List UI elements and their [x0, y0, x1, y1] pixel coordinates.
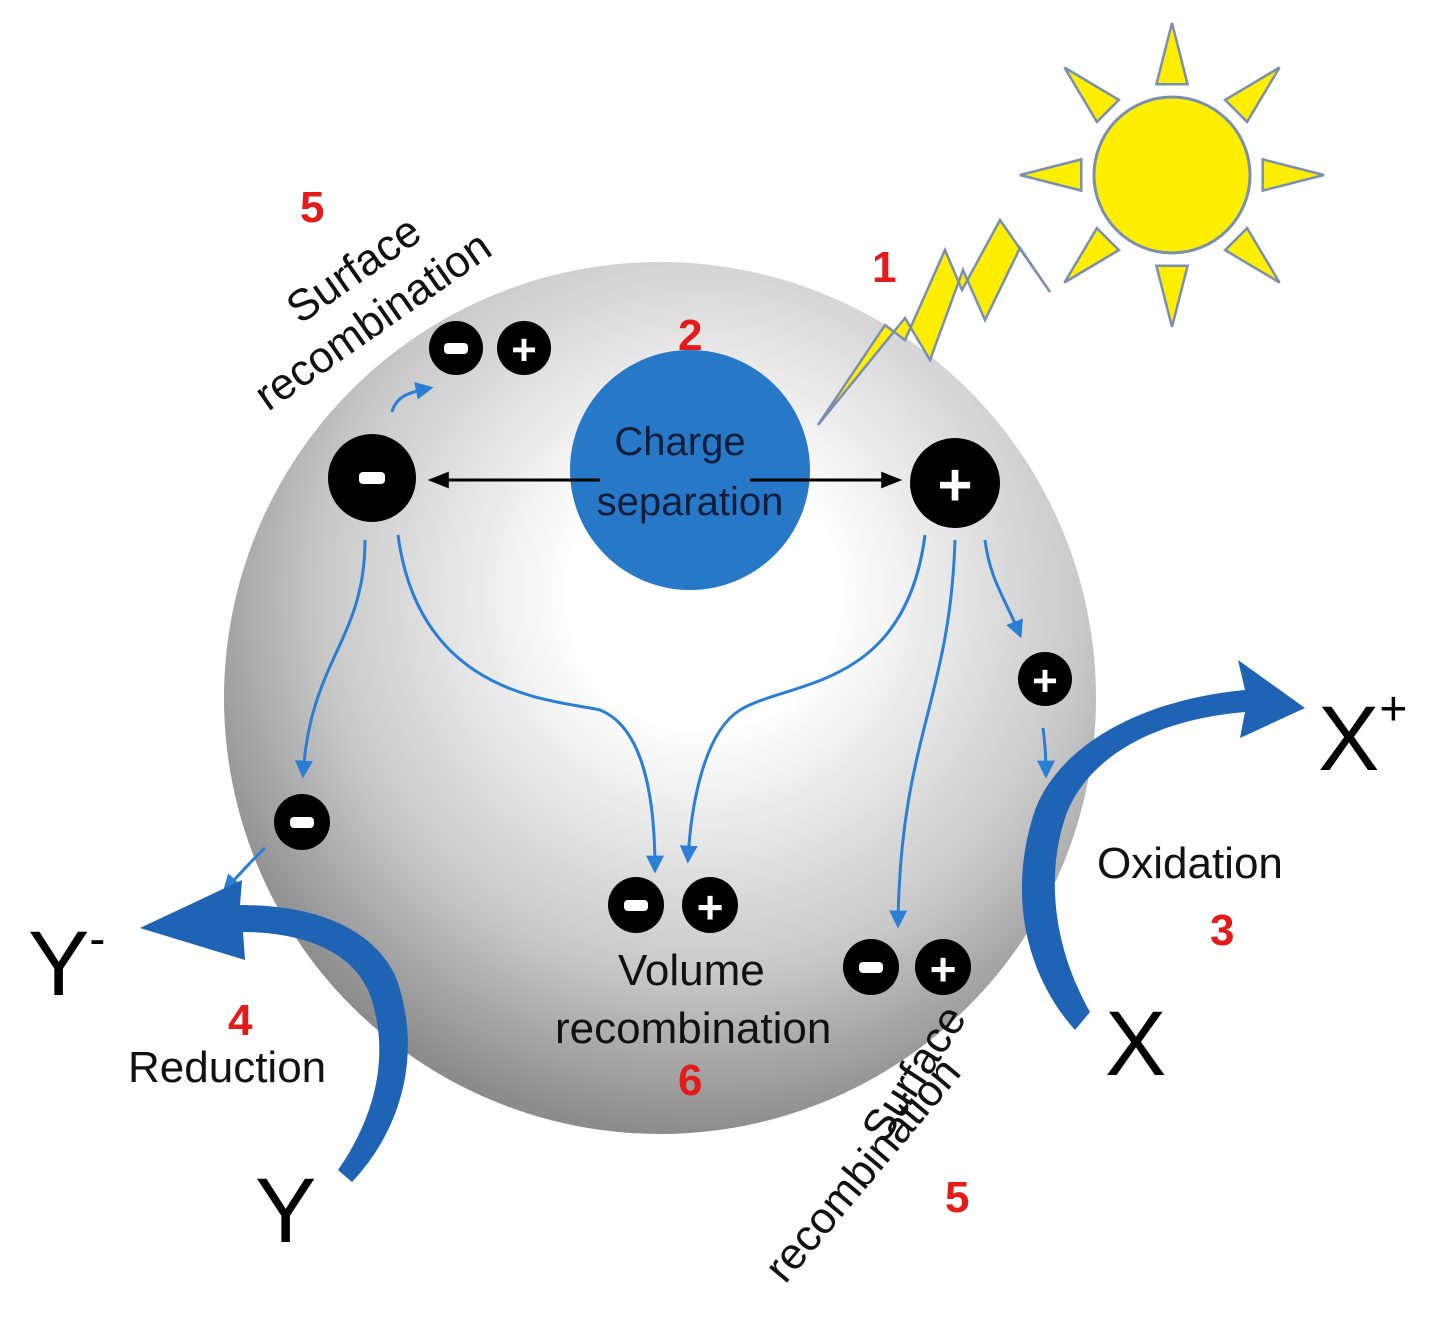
- hole-volume: +: [682, 877, 738, 933]
- flow-electron-to-surface: [390, 381, 434, 413]
- sun-ray: [1154, 22, 1190, 86]
- oxidation-label: Oxidation: [1097, 839, 1283, 888]
- step-number-5-bottom: 5: [945, 1173, 969, 1222]
- species-y-minus: Y-: [28, 913, 105, 1015]
- species-y: Y: [255, 1160, 316, 1262]
- sun-ray: [1223, 226, 1281, 284]
- flow-electron-to-volume: [396, 534, 664, 874]
- hole-surface-bottom: +: [915, 939, 971, 995]
- charge-separation-label-line2: separation: [597, 480, 784, 524]
- volume-recombination-line1: Volume: [618, 946, 765, 995]
- svg-text:+: +: [930, 943, 957, 995]
- svg-text:+: +: [937, 452, 972, 519]
- charge-separation-label-line1: Charge: [614, 420, 745, 464]
- sun-ray: [1063, 66, 1121, 124]
- species-x-plus: X+: [1318, 683, 1407, 790]
- electron-main: [328, 434, 416, 522]
- step-number-5-top: 5: [300, 183, 324, 232]
- species-x: X: [1105, 993, 1166, 1095]
- sun-ray: [1019, 157, 1083, 193]
- sun-ray: [1261, 157, 1325, 193]
- volume-recombination-line2: recombination: [555, 1004, 831, 1053]
- flow-hole-to-surface-1: [983, 539, 1023, 639]
- step-number-6: 6: [678, 1056, 702, 1105]
- svg-text:+: +: [511, 326, 537, 375]
- hole-migrating: +: [1018, 652, 1072, 706]
- electron-surface-top: [429, 321, 483, 375]
- flow-hole-to-surface-2: [1036, 727, 1055, 779]
- hole-surface-top: +: [497, 321, 551, 375]
- sun-icon: [1019, 22, 1325, 328]
- charge-separation-circle: [570, 350, 810, 590]
- flow-electron-down: [294, 539, 367, 779]
- electron-volume: [608, 877, 664, 933]
- flow-hole-down: [889, 539, 957, 929]
- sun-ray: [1063, 226, 1121, 284]
- step-number-3: 3: [1210, 906, 1234, 955]
- step-number-4: 4: [228, 996, 253, 1045]
- lightning-bolt-icon: [816, 217, 1052, 426]
- hole-main: +: [910, 438, 1000, 528]
- sun-ray: [1223, 66, 1281, 124]
- flow-hole-to-volume: [679, 534, 927, 864]
- step-number-1: 1: [872, 243, 896, 292]
- electron-surface-bottom: [843, 939, 899, 995]
- sun-ray: [1154, 264, 1190, 328]
- reduction-arrow: [140, 880, 408, 1182]
- oxidation-arrow: [1021, 660, 1305, 1030]
- electron-migrating: [274, 794, 330, 850]
- svg-text:+: +: [697, 881, 724, 933]
- reduction-label: Reduction: [128, 1043, 326, 1092]
- svg-text:+: +: [1032, 657, 1058, 706]
